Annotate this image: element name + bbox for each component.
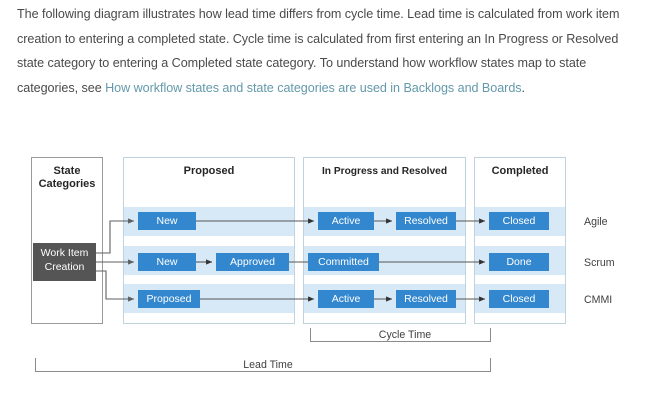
work-item-creation-line2: Creation [44, 260, 85, 273]
chip-scrum-done[interactable]: Done [489, 253, 549, 271]
chip-cmmi-active[interactable]: Active [318, 290, 374, 308]
column-title-in-progress-and-resolved: In Progress and Resolved [321, 166, 448, 177]
chip-cmmi-proposed[interactable]: Proposed [138, 290, 200, 308]
chip-agile-closed[interactable]: Closed [489, 212, 549, 230]
intro-paragraph: The following diagram illustrates how le… [17, 2, 645, 100]
chip-cmmi-closed[interactable]: Closed [489, 290, 549, 308]
column-title-completed: Completed [491, 165, 549, 177]
chip-agile-new[interactable]: New [138, 212, 196, 230]
chip-agile-resolved[interactable]: Resolved [396, 212, 456, 230]
column-state-categories: State Categories [31, 157, 103, 324]
process-label-agile: Agile [584, 216, 608, 228]
column-title-line1: State [53, 165, 81, 177]
chip-scrum-new[interactable]: New [138, 253, 196, 271]
work-item-creation-box[interactable]: Work Item Creation [33, 243, 96, 281]
lead-time-label: Lead Time [208, 359, 328, 371]
intro-text-part-1: The following diagram illustrates how le… [17, 7, 620, 95]
chip-scrum-approved[interactable]: Approved [216, 253, 289, 271]
column-title-line2: Categories [38, 178, 96, 190]
chip-cmmi-resolved[interactable]: Resolved [396, 290, 456, 308]
column-title-proposed: Proposed [183, 165, 235, 177]
work-item-creation-line1: Work Item [40, 247, 89, 259]
intro-text-part-3: . [521, 80, 526, 95]
workflow-states-link[interactable]: How workflow states and state categories… [105, 80, 522, 95]
process-label-cmmi: CMMI [584, 294, 613, 306]
chip-scrum-committed[interactable]: Committed [308, 253, 379, 271]
lead-time-bracket [35, 358, 491, 372]
column-title-state-categories: State Categories [32, 165, 102, 191]
process-label-scrum: Scrum [584, 257, 615, 269]
chip-agile-active[interactable]: Active [318, 212, 374, 230]
cycle-time-bracket [310, 328, 491, 342]
cycle-time-label: Cycle Time [345, 329, 465, 341]
